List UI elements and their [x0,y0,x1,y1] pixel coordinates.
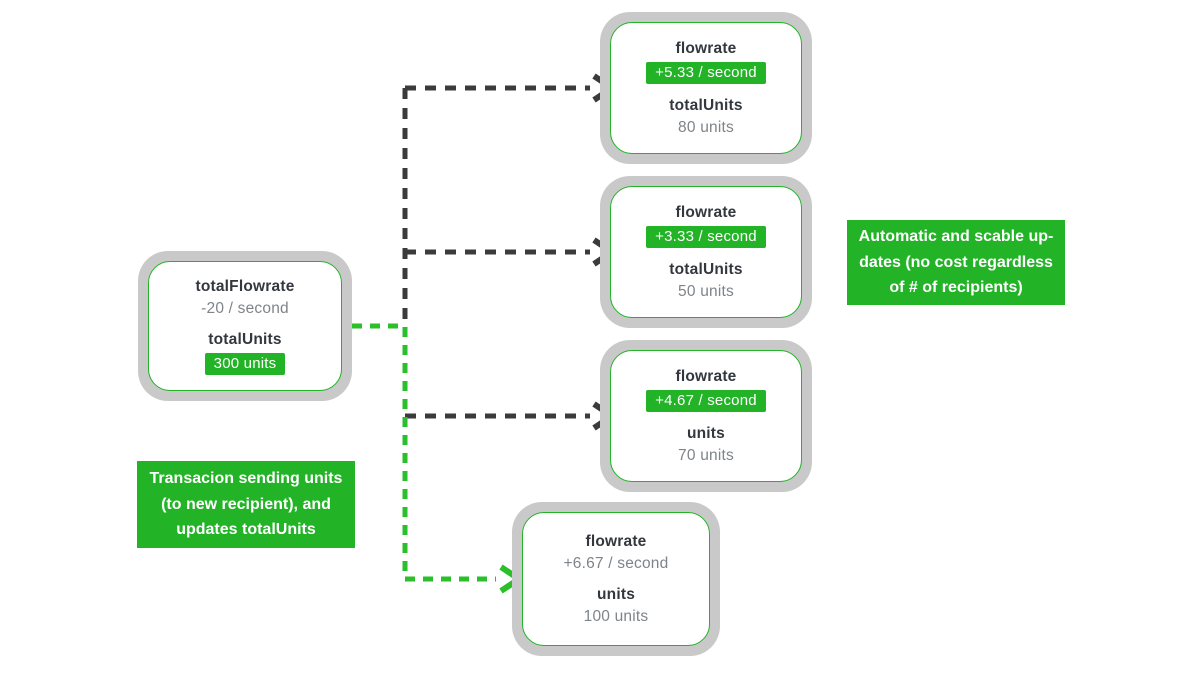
total-units-badge: 300 units [204,352,286,375]
total-units-value: 50 units [678,282,734,300]
flowrate-label: flowrate [675,203,737,221]
units-group: units 70 units [678,425,734,465]
total-units-group: totalUnits 80 units [669,97,742,137]
recipient-card-1: flowrate +5.33 / second totalUnits 80 un… [600,12,812,164]
total-units-group: totalUnits 300 units [204,330,286,375]
flowrate-label: flowrate [585,532,647,550]
annotation-transaction-units: Transacion sending units (to new recipie… [137,461,355,548]
annotation-line: Automatic and scable up- [858,228,1054,246]
flowrate-group: flowrate +5.33 / second [646,40,766,84]
total-units-label: totalUnits [208,330,282,348]
recipient-card-3: flowrate +4.67 / second units 70 units [600,340,812,492]
units-group: units 100 units [584,586,649,626]
flowrate-value: +6.67 / second [563,554,669,572]
recipient-card-4: flowrate +6.67 / second units 100 units [512,502,720,656]
annotation-line: updates totalUnits [176,517,316,543]
total-units-label: totalUnits [669,96,743,114]
flowrate-badge: +3.33 / second [646,225,766,248]
flowrate-group: flowrate +4.67 / second [646,368,766,412]
sender-card-body: totalFlowrate -20 / second totalUnits 30… [148,261,342,391]
recipient-card-2: flowrate +3.33 / second totalUnits 50 un… [600,176,812,328]
units-value: 70 units [678,446,734,464]
units-label: units [686,424,725,442]
units-label: units [596,585,636,603]
recipient-card-1-body: flowrate +5.33 / second totalUnits 80 un… [610,22,802,154]
annotation-line-bold: totalUnits [242,521,316,539]
total-units-value: 80 units [678,118,734,136]
annotation-line: dates (no cost regardless [859,253,1053,271]
recipient-card-3-body: flowrate +4.67 / second units 70 units [610,350,802,482]
annotation-line: of # of recipients) [889,279,1023,297]
flowrate-badge: +5.33 / second [646,61,766,84]
recipient-card-2-body: flowrate +3.33 / second totalUnits 50 un… [610,186,802,318]
flowrate-label: flowrate [675,367,737,385]
flowrate-badge: +4.67 / second [646,389,766,412]
flowrate-group: flowrate +6.67 / second [564,533,669,573]
annotation-line: (to new recipient), and [161,495,331,513]
total-units-group: totalUnits 50 units [669,261,742,301]
flowrate-group: flowrate +3.33 / second [646,204,766,248]
recipient-card-4-body: flowrate +6.67 / second units 100 units [522,512,710,646]
total-units-label: totalUnits [669,260,743,278]
units-value: 100 units [583,607,649,625]
annotation-line-prefix: updates [176,521,242,539]
sender-card: totalFlowrate -20 / second totalUnits 30… [138,251,352,401]
total-flowrate-value: -20 / second [201,299,289,317]
connector-green [352,323,496,582]
annotation-scalable-updates: Automatic and scable up- dates (no cost … [847,220,1065,305]
annotation-line: Transacion sending units [149,470,343,488]
total-flowrate-group: totalFlowrate -20 / second [195,278,294,318]
total-flowrate-label: totalFlowrate [195,277,295,295]
flowrate-label: flowrate [675,39,737,57]
